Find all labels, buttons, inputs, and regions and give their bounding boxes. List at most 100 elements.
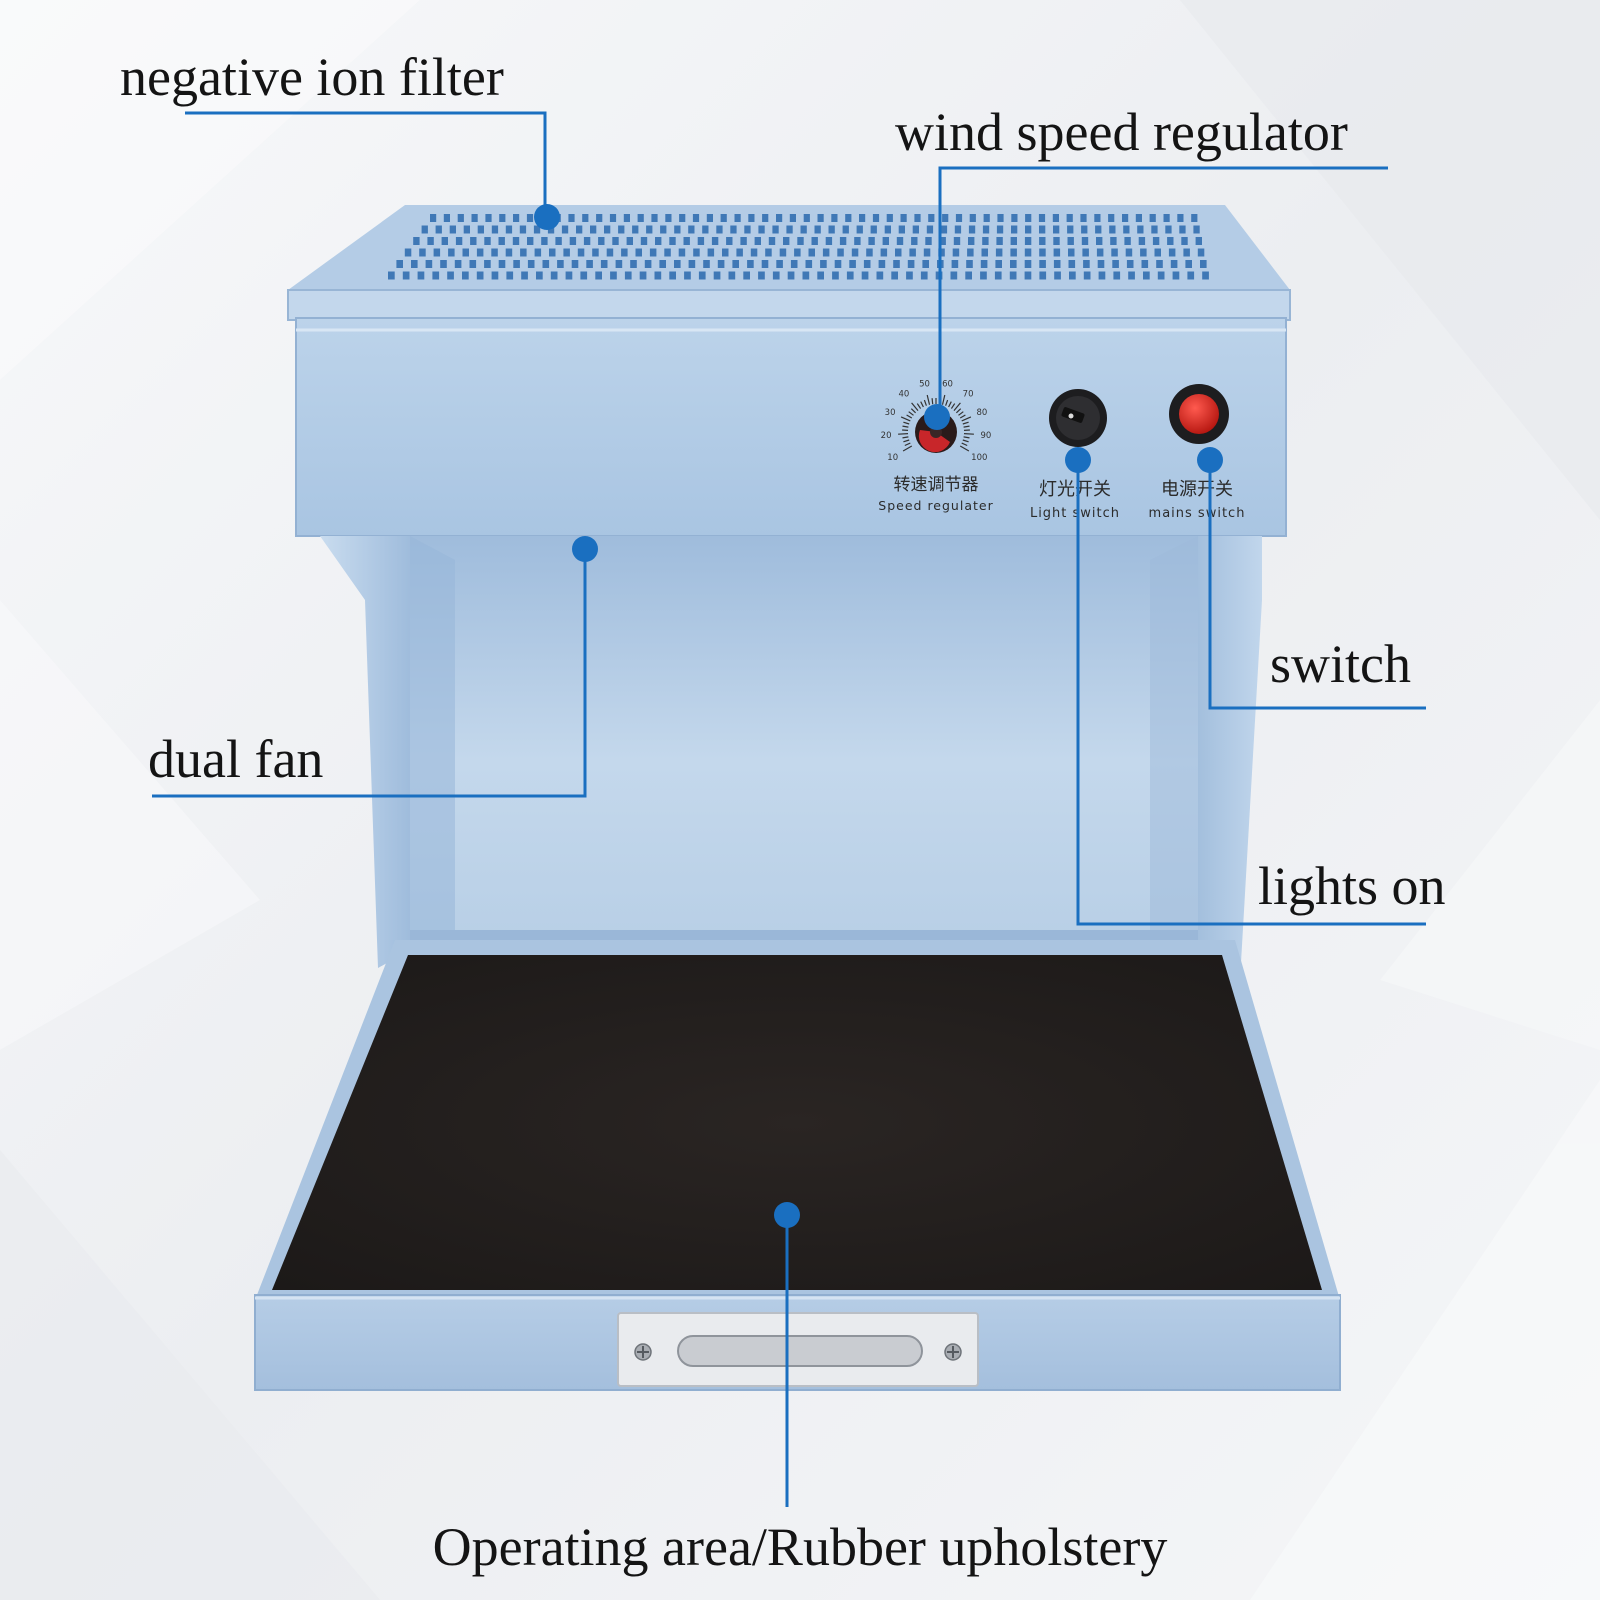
vent-slot: [1152, 237, 1160, 245]
vent-slot: [644, 260, 652, 268]
vent-slot: [906, 271, 913, 280]
dial-number: 50: [919, 379, 930, 389]
vent-slot: [462, 271, 469, 280]
vent-slot: [900, 214, 907, 222]
tray-handle[interactable]: [617, 1312, 979, 1387]
vent-slot: [726, 237, 733, 245]
vent-slot: [498, 237, 505, 245]
vent-slot: [748, 214, 755, 222]
dial-number: 100: [971, 453, 987, 463]
vent-slot: [1108, 214, 1115, 222]
vent-slot: [711, 237, 719, 245]
dial-tick: [963, 433, 974, 435]
dial-tick: [953, 402, 961, 411]
vent-slot: [1168, 248, 1176, 257]
left-side-panel: [320, 536, 410, 968]
vent-slot: [561, 225, 569, 234]
vent-slot: [505, 225, 513, 234]
vent-slot: [740, 237, 747, 245]
light-switch[interactable]: [1049, 389, 1107, 447]
vent-slot: [1083, 260, 1090, 268]
vent-slot: [635, 248, 642, 257]
callout-dot-filter: [534, 204, 560, 230]
vent-slot: [1165, 225, 1172, 234]
dial-tick: [948, 401, 952, 408]
dial-number: 60: [942, 379, 953, 389]
vent-slot: [449, 225, 456, 234]
vent-slot: [814, 225, 821, 234]
vent-slot: [980, 271, 987, 280]
vent-slot: [609, 214, 617, 222]
vent-slot: [1082, 248, 1089, 257]
vent-slot: [880, 248, 888, 257]
vent-slot: [623, 214, 630, 222]
vent-slot: [743, 271, 750, 280]
mains-switch[interactable]: [1169, 384, 1229, 444]
vent-slot: [569, 237, 577, 245]
vent-slot: [1191, 214, 1198, 222]
vent-slot: [717, 260, 725, 268]
dial-tick: [931, 398, 934, 405]
vent-slot: [404, 248, 412, 257]
vent-slot: [861, 271, 869, 280]
inner-back-wall: [410, 536, 1198, 945]
vent-slot: [402, 271, 410, 280]
dial-tick: [950, 403, 956, 409]
vent-slot: [1195, 237, 1202, 245]
vent-slot: [455, 237, 463, 245]
speed-label-cn: 转速调节器: [894, 475, 979, 495]
vent-slot: [1170, 260, 1178, 268]
vent-slot: [728, 271, 736, 280]
vent-slot: [630, 260, 637, 268]
vent-slot: [866, 248, 873, 257]
vent-slot: [734, 214, 741, 222]
vent-slot: [1024, 260, 1032, 268]
vent-slot: [604, 225, 611, 234]
vent-slot: [1097, 260, 1105, 268]
vent-slot: [665, 214, 672, 222]
vent-slot: [951, 260, 959, 268]
callout-label-lights-on: lights on: [1258, 856, 1446, 916]
callout-label-filter: negative ion filter: [120, 47, 504, 107]
vent-slot: [582, 214, 589, 222]
vent-slot: [969, 214, 976, 222]
vent-slot: [950, 271, 958, 280]
vent-slot: [817, 271, 824, 280]
vent-slot: [476, 271, 484, 280]
vent-slot: [876, 271, 884, 280]
vent-slot: [549, 248, 556, 257]
mains-label-en: mains switch: [1149, 506, 1246, 521]
dial-number: 30: [885, 408, 896, 418]
vent-slot: [911, 237, 918, 245]
vent-slot: [433, 248, 441, 257]
vent-slot: [1066, 214, 1073, 222]
vent-slot: [693, 248, 700, 257]
vent-slot: [794, 248, 801, 257]
dial-tick: [961, 416, 972, 422]
vent-slot: [471, 214, 478, 222]
vent-slot: [520, 248, 527, 257]
vent-slot: [1183, 248, 1190, 257]
vent-slot: [955, 214, 963, 222]
vent-slot: [994, 271, 1002, 280]
vent-slot: [1185, 260, 1192, 268]
vent-slot: [469, 260, 477, 268]
vent-slot: [621, 248, 628, 257]
dial-tick: [898, 433, 909, 435]
vent-slot: [425, 260, 433, 268]
vent-slot: [547, 225, 555, 234]
vent-slot: [462, 248, 469, 257]
dial-tick: [961, 442, 968, 447]
vent-slot: [679, 214, 686, 222]
vent-slot: [825, 237, 833, 245]
vent-slot: [649, 248, 657, 257]
callout-dot-switch: [1197, 447, 1223, 473]
vent-slot: [893, 260, 900, 268]
vent-slot: [624, 271, 632, 280]
vent-slot: [995, 260, 1002, 268]
vent-slot: [419, 248, 426, 257]
light-label-cn: 灯光开关: [1039, 479, 1111, 500]
vent-slot: [1081, 237, 1089, 245]
